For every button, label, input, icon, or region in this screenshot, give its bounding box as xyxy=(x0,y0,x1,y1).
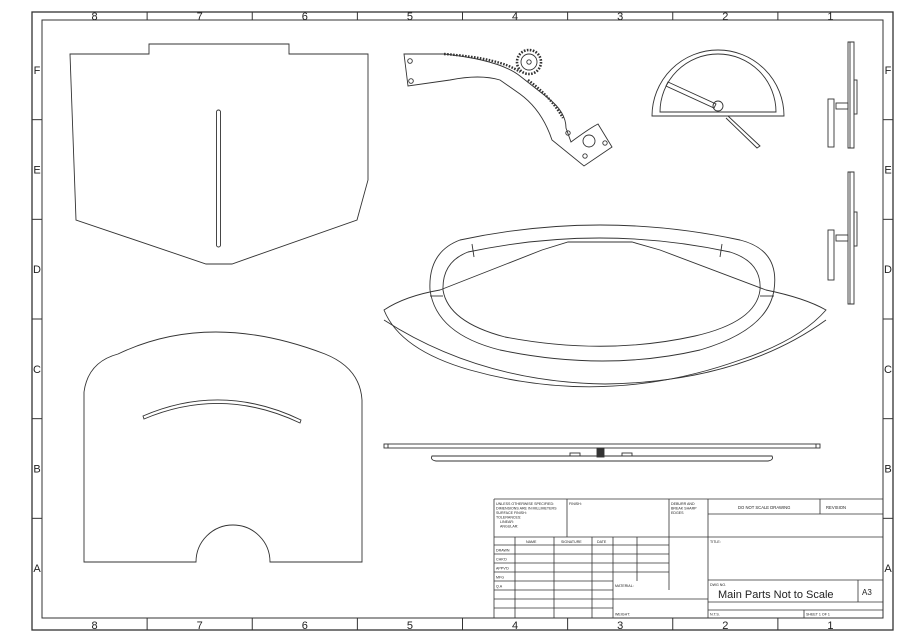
column-header-signature: SIGNATURE xyxy=(561,540,582,544)
zone-column-label: 8 xyxy=(92,620,98,632)
zone-ticks xyxy=(32,12,893,630)
zone-column-label: 5 xyxy=(407,620,413,632)
part-gear-rack-arm xyxy=(403,48,613,167)
general-note-line: LINEAR: xyxy=(500,520,514,524)
part-plate-with-arc-slot xyxy=(83,331,363,563)
column-header-name: NAME xyxy=(526,540,537,544)
general-note-line: UNLESS OTHERWISE SPECIFIED: xyxy=(496,502,554,506)
general-note-line: ANGULAR: xyxy=(500,525,518,529)
scale-label: N.T.S. xyxy=(710,613,720,617)
part-semicircle-dial xyxy=(651,49,785,149)
general-note-line: TOLERANCES: xyxy=(496,516,521,520)
zone-column-label: 2 xyxy=(722,11,728,23)
title-label: TITLE: xyxy=(710,540,721,544)
zone-column-label: 8 xyxy=(92,11,98,23)
zone-row-label: A xyxy=(884,563,892,575)
zone-column-label: 5 xyxy=(407,11,413,23)
sheet-size: A3 xyxy=(862,588,872,597)
general-note-line: SURFACE FINISH: xyxy=(496,511,527,515)
zone-column-label: 1 xyxy=(827,11,833,23)
dwg-no-label: DWG NO. xyxy=(710,583,726,587)
zone-row-label: F xyxy=(34,65,41,77)
zone-column-label: 4 xyxy=(512,620,518,632)
zone-column-label: 3 xyxy=(617,620,623,632)
row-label-drawn: DRAWN xyxy=(496,549,510,553)
finish-label: FINISH: xyxy=(569,502,582,506)
zone-row-label: D xyxy=(33,264,41,276)
zone-row-label: F xyxy=(885,65,892,77)
zone-column-label: 1 xyxy=(827,620,833,632)
part-tray-side-view xyxy=(383,443,821,462)
zone-row-label: E xyxy=(884,165,891,177)
zone-row-label: A xyxy=(33,563,41,575)
zone-column-label: 7 xyxy=(197,11,203,23)
part-side-views xyxy=(827,41,858,305)
weight-label: WEIGHT: xyxy=(615,613,630,617)
row-label-qa: Q.A xyxy=(496,585,503,589)
zone-column-label: 4 xyxy=(512,11,518,23)
row-label-approved: APPV'D xyxy=(496,567,509,571)
part-plate-with-slot xyxy=(69,43,369,265)
zone-row-label: D xyxy=(884,264,892,276)
deburr-note-line: BREAK SHARP xyxy=(671,507,697,511)
zone-row-label: E xyxy=(33,165,40,177)
general-note-line: DIMENSIONS ARE IN MILLIMETERS xyxy=(496,507,557,511)
row-label-mfg: MFG xyxy=(496,576,504,580)
title-block-text: UNLESS OTHERWISE SPECIFIED: DIMENSIONS A… xyxy=(496,502,872,617)
zone-column-label: 6 xyxy=(302,620,308,632)
zone-row-label: C xyxy=(884,364,892,376)
zone-row-label: B xyxy=(884,464,891,476)
zone-column-label: 7 xyxy=(197,620,203,632)
zone-row-label: C xyxy=(33,364,41,376)
revision-label: REVISION xyxy=(826,505,846,510)
row-label-checked: CHK'D xyxy=(496,558,507,562)
deburr-note-line: EDGES xyxy=(671,511,684,515)
sheet-info: SHEET 1 OF 1 xyxy=(806,613,830,617)
zone-column-label: 2 xyxy=(722,620,728,632)
do-not-scale-note: DO NOT SCALE DRAWING xyxy=(738,505,790,510)
zone-row-label: B xyxy=(33,464,40,476)
zone-column-label: 6 xyxy=(302,11,308,23)
deburr-note-line: DEBURR AND xyxy=(671,502,695,506)
part-curved-tray xyxy=(383,224,827,388)
drawing-title: Main Parts Not to Scale xyxy=(718,589,834,601)
column-header-date: DATE xyxy=(597,540,607,544)
title-block xyxy=(493,498,883,618)
zone-column-label: 3 xyxy=(617,11,623,23)
material-label: MATERIAL: xyxy=(615,584,634,588)
